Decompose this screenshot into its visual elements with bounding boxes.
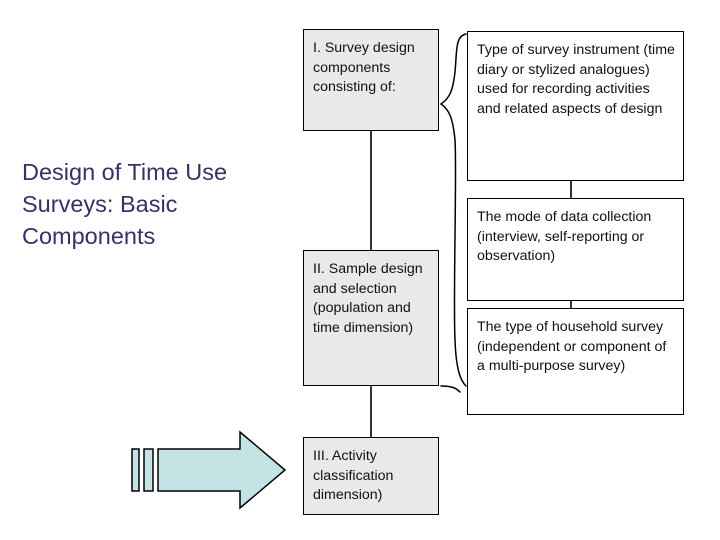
arrow-stripe-1 xyxy=(131,448,140,492)
flow-box-activity-classification-dimension[interactable]: III. Activity classification dimension) xyxy=(303,437,439,515)
flow-box-sample-design-and-selection[interactable]: II. Sample design and selection (populat… xyxy=(303,250,439,386)
detail-box-type-of-survey-instrument[interactable]: Type of survey instrument (time diary or… xyxy=(467,31,684,181)
curly-brace-icon xyxy=(439,33,467,387)
curve-box2-to-r3 xyxy=(440,385,461,393)
page-title: Design of Time Use Surveys: Basic Compon… xyxy=(22,159,228,249)
detail-box-mode-of-data-collection[interactable]: The mode of data collection (interview, … xyxy=(467,198,684,301)
detail-box-type-of-household-survey[interactable]: The type of household survey (independen… xyxy=(467,308,684,415)
arrow-body xyxy=(157,430,287,510)
arrow-stripe-2 xyxy=(143,448,154,492)
striped-right-arrow xyxy=(131,430,287,510)
flow-box-survey-design-components[interactable]: I. Survey design components consisting o… xyxy=(303,29,439,131)
